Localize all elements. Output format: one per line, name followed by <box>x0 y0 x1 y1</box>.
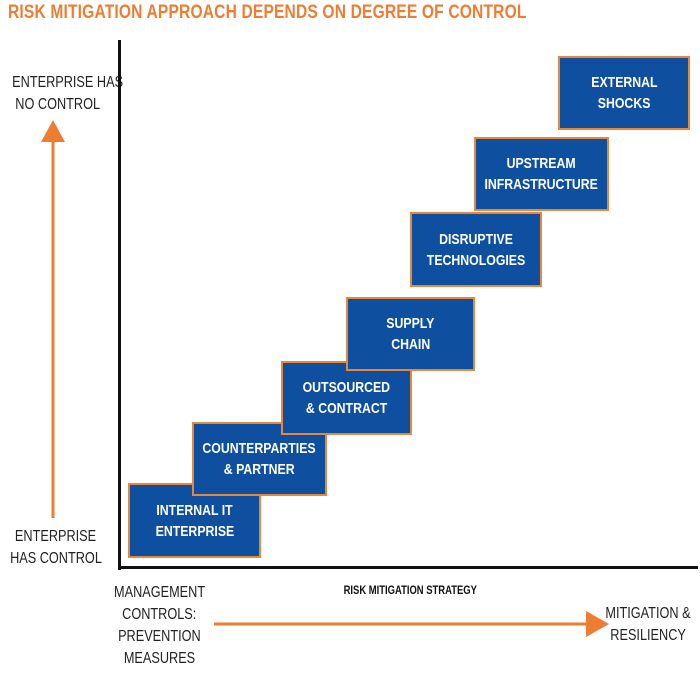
x-axis-center-label: RISK MITIGATION STRATEGY <box>343 585 477 597</box>
y-axis-arrow-icon <box>41 120 65 518</box>
x-axis-line <box>118 566 698 569</box>
y-axis-top-label: ENTERPRISE HAS NO CONTROL <box>12 74 124 113</box>
step-counterparties-partner: COUNTERPARTIES & PARTNER <box>192 422 327 496</box>
step-disruptive-technologies: DISRUPTIVE TECHNOLOGIES <box>410 212 542 287</box>
diagram-title: RISK MITIGATION APPROACH DEPENDS ON DEGR… <box>8 2 527 23</box>
step-external-shocks: EXTERNAL SHOCKS <box>558 56 690 130</box>
step-upstream-infrastructure: UPSTREAM INFRASTRUCTURE <box>474 137 609 211</box>
y-axis-line <box>118 40 121 570</box>
y-axis-bottom-label: ENTERPRISE HAS CONTROL <box>10 528 102 567</box>
x-axis-arrow-icon <box>214 611 609 637</box>
step-supply-chain: SUPPLY CHAIN <box>346 297 475 371</box>
x-axis-left-label: MANAGEMENT CONTROLS: PREVENTION MEASURES <box>113 584 206 667</box>
x-axis-right-label: MITIGATION & RESILIENCY <box>605 605 691 644</box>
step-outsourced-contract: OUTSOURCED & CONTRACT <box>281 361 412 435</box>
